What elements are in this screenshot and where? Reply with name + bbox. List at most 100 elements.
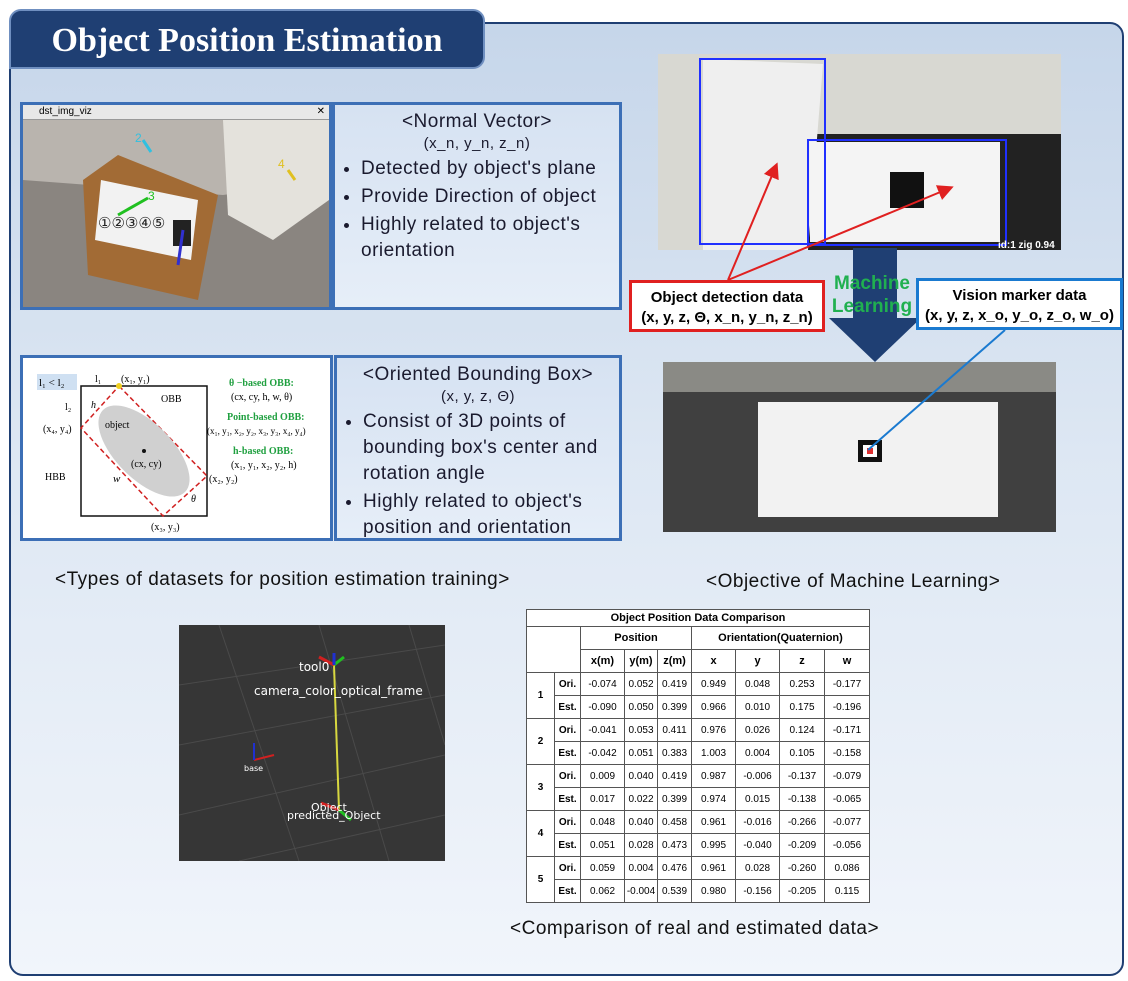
theta-obb-title: θ −based OBB:: [229, 378, 294, 389]
table-cell: 0.048: [735, 672, 780, 696]
table-cell: 0.009: [580, 764, 625, 788]
normal-vector-image: dst_img_viz ✕ ①②③④⑤ 2 3 4: [20, 102, 332, 310]
ori-label: Ori.: [554, 810, 581, 834]
machine-learning-label: Machine Learning: [831, 273, 913, 317]
tf-predicted-object: predicted_Object: [287, 809, 381, 822]
h-obb-title: h-based OBB:: [233, 446, 293, 457]
table-cell: 0.411: [657, 718, 692, 742]
row-id: 1: [526, 672, 555, 719]
table-cell: 0.051: [580, 833, 625, 857]
table-cell: 0.053: [624, 718, 658, 742]
marker-label-4: 4: [278, 157, 285, 171]
row-id: 3: [526, 764, 555, 811]
detection-photo: id:1 zig 0.94: [658, 54, 1061, 250]
table-cell: 0.995: [691, 833, 736, 857]
table-cell: 0.419: [657, 764, 692, 788]
est-label: Est.: [554, 879, 581, 903]
point-obb-value: (x₁, y₁, x₂, y₂, x₃, y₃, x₄, y₄): [207, 426, 306, 436]
table-cell: -0.138: [779, 787, 825, 811]
column-header: y(m): [624, 649, 658, 673]
close-icon[interactable]: ✕: [316, 106, 325, 117]
slide-title: Object Position Estimation: [9, 9, 485, 69]
window-titlebar: dst_img_viz ✕: [23, 105, 329, 120]
column-header: z(m): [657, 649, 692, 673]
table-cell: 0.419: [657, 672, 692, 696]
ori-label: Ori.: [554, 856, 581, 880]
table-cell: -0.156: [735, 879, 780, 903]
table-cell: 0.383: [657, 741, 692, 765]
table-corner: [526, 626, 581, 673]
table-cell: 0.026: [735, 718, 780, 742]
table-cell: -0.056: [824, 833, 870, 857]
row-id: 4: [526, 810, 555, 857]
orientation-group-header: Orientation(Quaternion): [691, 626, 870, 650]
table-cell: 0.476: [657, 856, 692, 880]
table-cell: 0.974: [691, 787, 736, 811]
column-header: y: [735, 649, 780, 673]
table-cell: -0.196: [824, 695, 870, 719]
obb-w: w: [113, 473, 121, 485]
obb-bullet: Consist of 3D points of bounding box's c…: [363, 409, 619, 487]
table-cell: -0.042: [580, 741, 625, 765]
obb-sub: (x, y, z, Θ): [440, 388, 516, 405]
table-cell: -0.006: [735, 764, 780, 788]
table-cell: 0.050: [624, 695, 658, 719]
table-cell: -0.004: [624, 879, 658, 903]
table-cell: -0.137: [779, 764, 825, 788]
object-detection-vars: (x, y, z, Θ, x_n, y_n, z_n): [641, 309, 813, 326]
theta-obb-value: (cx, cy, h, w, θ): [231, 392, 292, 403]
table-cell: 0.949: [691, 672, 736, 696]
vision-marker-label: Vision marker data: [952, 287, 1087, 304]
table-cell: 0.253: [779, 672, 825, 696]
table-cell: -0.041: [580, 718, 625, 742]
tf-object: Object: [311, 801, 348, 814]
table-cell: 0.028: [735, 856, 780, 880]
table-cell: 0.987: [691, 764, 736, 788]
table-cell: 0.976: [691, 718, 736, 742]
marker-scene: [663, 362, 1056, 532]
point-obb-title: Point-based OBB:: [227, 412, 305, 423]
tf-camera-frame: camera_color_optical_frame: [254, 684, 423, 698]
table-cell: 1.003: [691, 741, 736, 765]
table-cell: 0.004: [735, 741, 780, 765]
obb-object: object: [105, 420, 130, 431]
objective-caption: <Objective of Machine Learning>: [706, 571, 1001, 592]
table-cell: 0.980: [691, 879, 736, 903]
row-id: 2: [526, 718, 555, 765]
table-cell: 0.010: [735, 695, 780, 719]
table-cell: 0.399: [657, 695, 692, 719]
table-cell: 0.017: [580, 787, 625, 811]
marker-label-3: 3: [148, 189, 155, 203]
table-cell: 0.105: [779, 741, 825, 765]
obb-theta: θ: [191, 494, 196, 505]
table-cell: 0.040: [624, 810, 658, 834]
obb-p1: (x₁, y₁): [121, 374, 150, 385]
table-cell: 0.062: [580, 879, 625, 903]
obb-p2: (x₂, y₂): [209, 474, 238, 485]
table-cell: -0.209: [779, 833, 825, 857]
table-cell: 0.028: [624, 833, 658, 857]
table-cell: -0.077: [824, 810, 870, 834]
column-header: x(m): [580, 649, 625, 673]
position-group-header: Position: [580, 626, 692, 650]
table-cell: 0.175: [779, 695, 825, 719]
tf-base: base: [244, 764, 263, 773]
vision-marker-vars: (x, y, z, x_o, y_o, z_o, w_o): [925, 307, 1114, 324]
table-cell: 0.961: [691, 810, 736, 834]
normal-vector-heading: <Normal Vector>: [401, 111, 553, 132]
marker-photo: [663, 362, 1056, 532]
down-arrow-icon: [829, 248, 921, 362]
object-detection-label: Object detection data: [650, 289, 804, 306]
obb-h: h: [91, 400, 96, 411]
normal-vector-bullet: Highly related to object's orientation: [361, 212, 619, 264]
marker-label-2: 2: [135, 131, 142, 145]
obb-description: <Oriented Bounding Box> (x, y, z, Θ) Con…: [334, 355, 622, 541]
table-cell: 0.966: [691, 695, 736, 719]
table-cell: -0.177: [824, 672, 870, 696]
object-detection-data-box: Object detection data (x, y, z, Θ, x_n, …: [629, 280, 825, 332]
